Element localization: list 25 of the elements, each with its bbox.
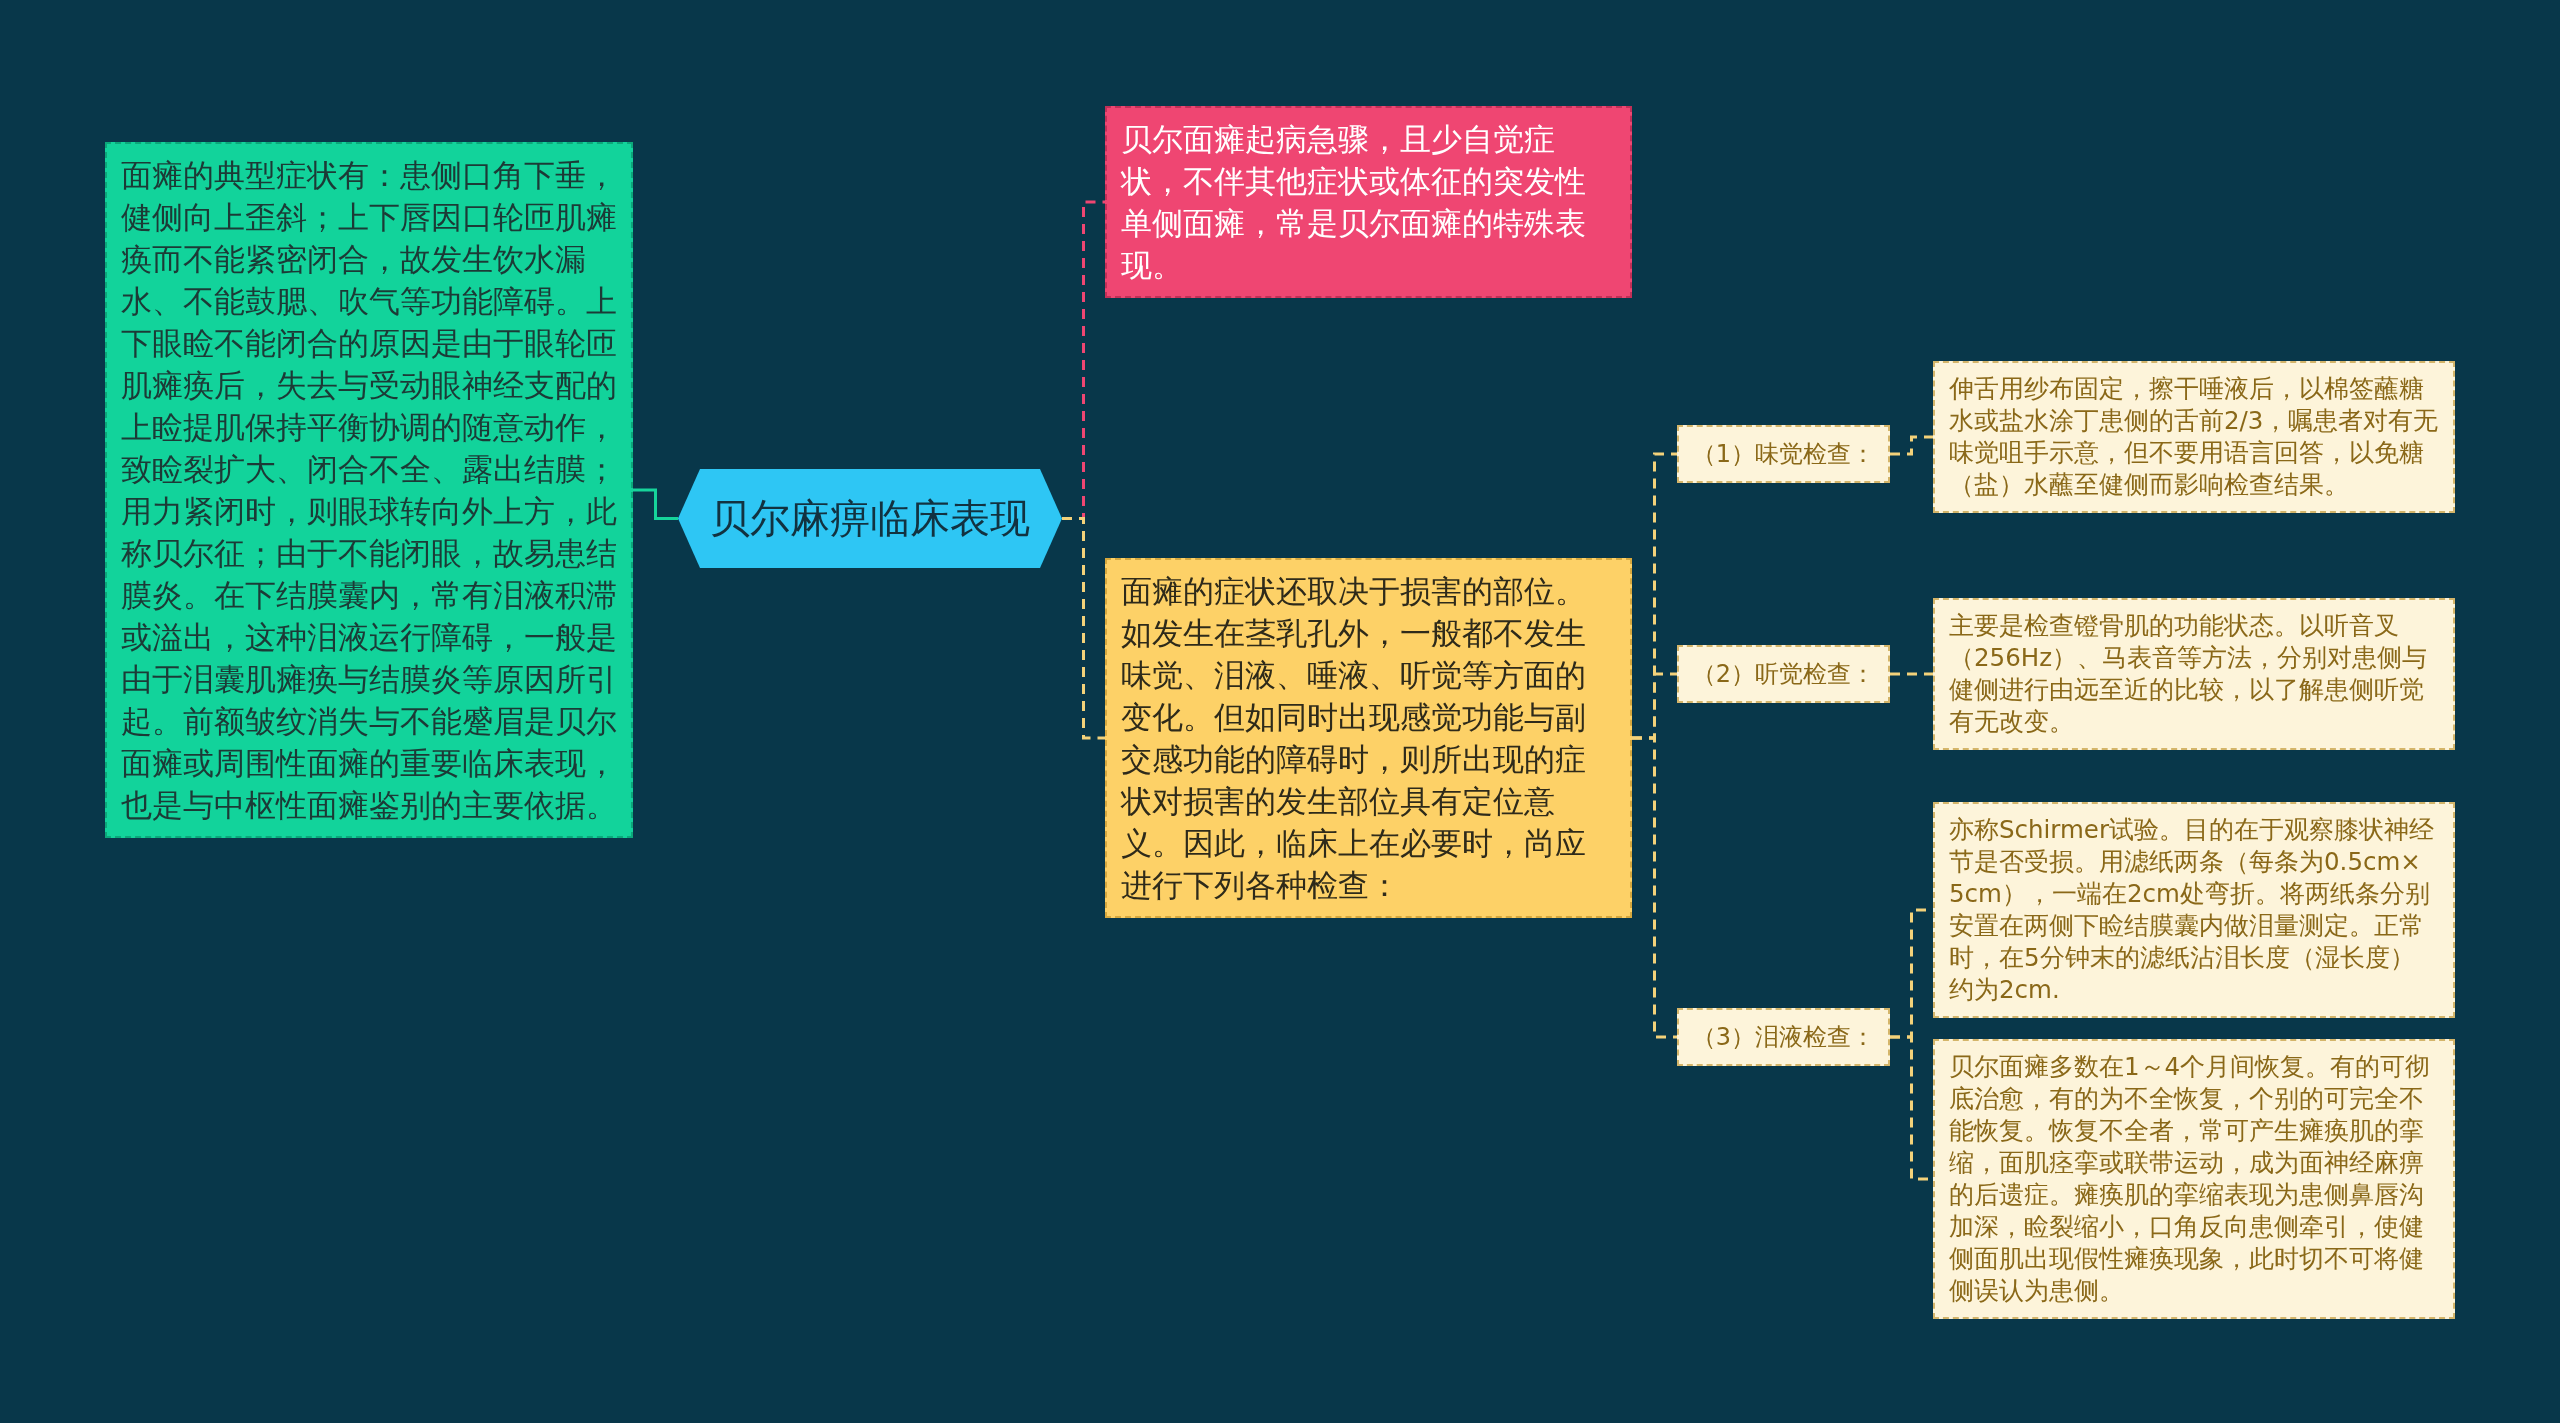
topic-text: 贝尔面瘫多数在1～4个月间恢复。有的可彻底治愈，有的为不全恢复，个别的可完全不能恢复。恢复不全者，常可产生瘫痪肌的挛缩，面肌痉挛或联带运动，成为面神经麻痹的后遗症。瘫痪肌的挛缩表现为患侧鼻唇沟加深，睑裂缩小，口角反向患侧牵引，使健侧面肌出现假性瘫痪现象，此时切不可将健侧误认为患侧。: [1949, 1051, 2432, 1307]
topic-text: （1）味觉检查：: [1690, 439, 1877, 469]
topic-card: [1105, 558, 1632, 918]
detail-card: [1933, 802, 2455, 1018]
subtopic-card: [1677, 1008, 1890, 1066]
detail-card: [1933, 361, 2455, 513]
topic-text: 面瘫的典型症状有：患侧口角下垂，健侧向上歪斜；上下唇因口轮匝肌瘫痪而不能紧密闭合，故发生饮水漏水、不能鼓腮、吹气等功能障碍。上下眼睑不能闭合的原因是由于眼轮匝肌瘫痪后，失去与受动眼神经支配的上睑提肌保持平衡协调的随意动作，致睑裂扩大、闭合不全、露出结膜；用力紧闭时，则眼球转向外上方，此称贝尔征；由于不能闭眼，故易患结膜炎。在下结膜囊内，常有泪液积滞或溢出，这种泪液运行障碍，一般是由于泪囊肌瘫痪与结膜炎等原因所引起。前额皱纹消失与不能蹙眉是贝尔面瘫或周围性面瘫的重要临床表现，也是与中枢性面瘫鉴别的主要依据。: [121, 156, 617, 825]
topic-text: 主要是检查镫骨肌的功能状态。以听音叉（256Hz）、马表音等方法，分别对患侧与健侧进行由远至近的比较，以了解患侧听觉有无改变。: [1949, 610, 2429, 738]
connector-line: [1632, 736, 1677, 1039]
topic-text: 贝尔麻痹临床表现: [710, 494, 1030, 543]
connector-line: [633, 488, 678, 520]
connector-line: [1062, 517, 1105, 740]
topic-text: 亦称Schirmer试验。目的在于观察膝状神经节是否受损。用滤纸两条（每条为0.5cm× 5cm），一端在2cm处弯折。将两纸条分别安置在两侧下睑结膜囊内做泪量测定。正常时，在5分钟末的滤纸沾泪长度（湿长度）约为2cm.: [1949, 814, 2435, 1006]
topic-card: [1105, 106, 1632, 298]
topic-text: 面瘫的症状还取决于损害的部位。如发生在茎乳孔外，一般都不发生味觉、泪液、唾液、听觉等方面的变化。但如同时出现感觉功能与副交感功能的障碍时，则所出现的症状对损害的发生部位具有定位意义。因此，临床上在必要时，尚应进行下列各种检查：: [1121, 572, 1587, 905]
connector-line: [1890, 672, 1933, 676]
topic-text: 贝尔面瘫起病急骤，且少自觉症状，不伴其他症状或体征的突发性单侧面瘫，常是贝尔面瘫的特殊表现。: [1121, 120, 1587, 285]
detail-card: [1933, 598, 2455, 750]
detail-card: [1933, 1039, 2455, 1319]
subtopic-card: [1677, 425, 1890, 483]
topic-text: （2）听觉检查：: [1690, 659, 1877, 689]
subtopic-card: [1677, 645, 1890, 703]
topic-text: 伸舌用纱布固定，擦干唾液后，以棉签蘸糖水或盐水涂丁患侧的舌前2/3，嘱患者对有无味觉咀手示意，但不要用语言回答，以免糖（盐）水蘸至健侧而影响检查结果。: [1949, 373, 2439, 501]
topic-text: （3）泪液检查：: [1690, 1022, 1877, 1052]
connector-line: [1890, 435, 1933, 456]
